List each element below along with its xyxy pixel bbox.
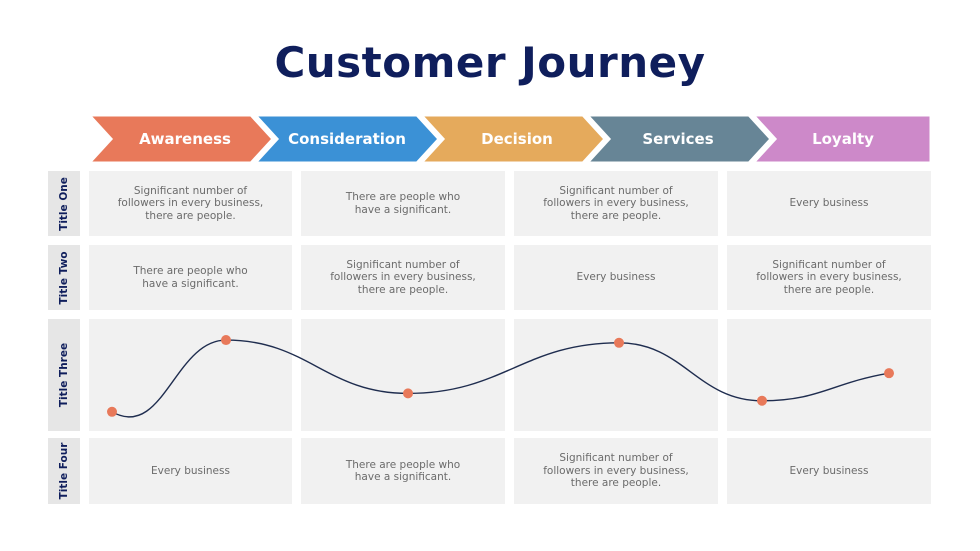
grid-cell: Every business <box>727 438 931 504</box>
stage-label-services: Services <box>642 130 714 148</box>
cell-text: Every business <box>151 464 230 477</box>
grid-cell: Significant number of followers in every… <box>514 171 718 236</box>
cell-text: There are people who have a significant. <box>345 458 461 484</box>
stage-label-consideration: Consideration <box>288 130 406 148</box>
curve-cell <box>301 319 505 431</box>
journey-point <box>403 388 413 399</box>
grid-cell: There are people who have a significant. <box>301 171 505 236</box>
journey-point <box>107 406 117 417</box>
grid-cell: There are people who have a significant. <box>301 438 505 504</box>
row-label-title-four: Title Four <box>48 438 80 504</box>
cell-text: Every business <box>576 271 656 284</box>
grid-cell: Significant number of followers in every… <box>727 245 931 310</box>
cell-text: Every business <box>789 197 869 210</box>
grid-cell: Every business <box>89 438 292 504</box>
cell-text: There are people who have a significant. <box>345 191 461 216</box>
grid-cell: There are people who have a significant. <box>89 245 292 310</box>
stage-label-loyalty: Loyalty <box>812 130 874 148</box>
grid-cell: Every business <box>514 245 718 310</box>
cell-text: Significant number of followers in every… <box>117 184 264 222</box>
page-title: Customer Journey <box>274 38 706 87</box>
journey-point <box>614 337 624 348</box>
journey-curve-line <box>111 339 890 418</box>
grid-cell: Significant number of followers in every… <box>514 438 718 504</box>
cell-text: Significant number of followers in every… <box>330 258 476 296</box>
cell-text: Every business <box>789 464 869 477</box>
curve-cell <box>89 319 292 431</box>
row-label-title-one: Title One <box>48 171 80 236</box>
stage-label-awareness: Awareness <box>139 130 231 148</box>
cell-text: Significant number of followers in every… <box>543 184 689 222</box>
stage-label-decision: Decision <box>481 130 553 148</box>
journey-point <box>757 395 767 406</box>
grid-cell: Significant number of followers in every… <box>89 171 292 236</box>
row-label-title-three: Title Three <box>48 319 80 431</box>
cell-text: There are people who have a significant. <box>133 265 248 290</box>
grid-cell: Every business <box>727 171 931 236</box>
journey-point <box>221 335 231 346</box>
curve-cell <box>727 319 931 431</box>
row-label-title-two: Title Two <box>48 245 80 310</box>
cell-text: Significant number of followers in every… <box>543 452 689 490</box>
cell-text: Significant number of followers in every… <box>756 258 902 296</box>
grid-cell: Significant number of followers in every… <box>301 245 505 310</box>
curve-cell <box>514 319 718 431</box>
journey-point <box>884 368 894 379</box>
